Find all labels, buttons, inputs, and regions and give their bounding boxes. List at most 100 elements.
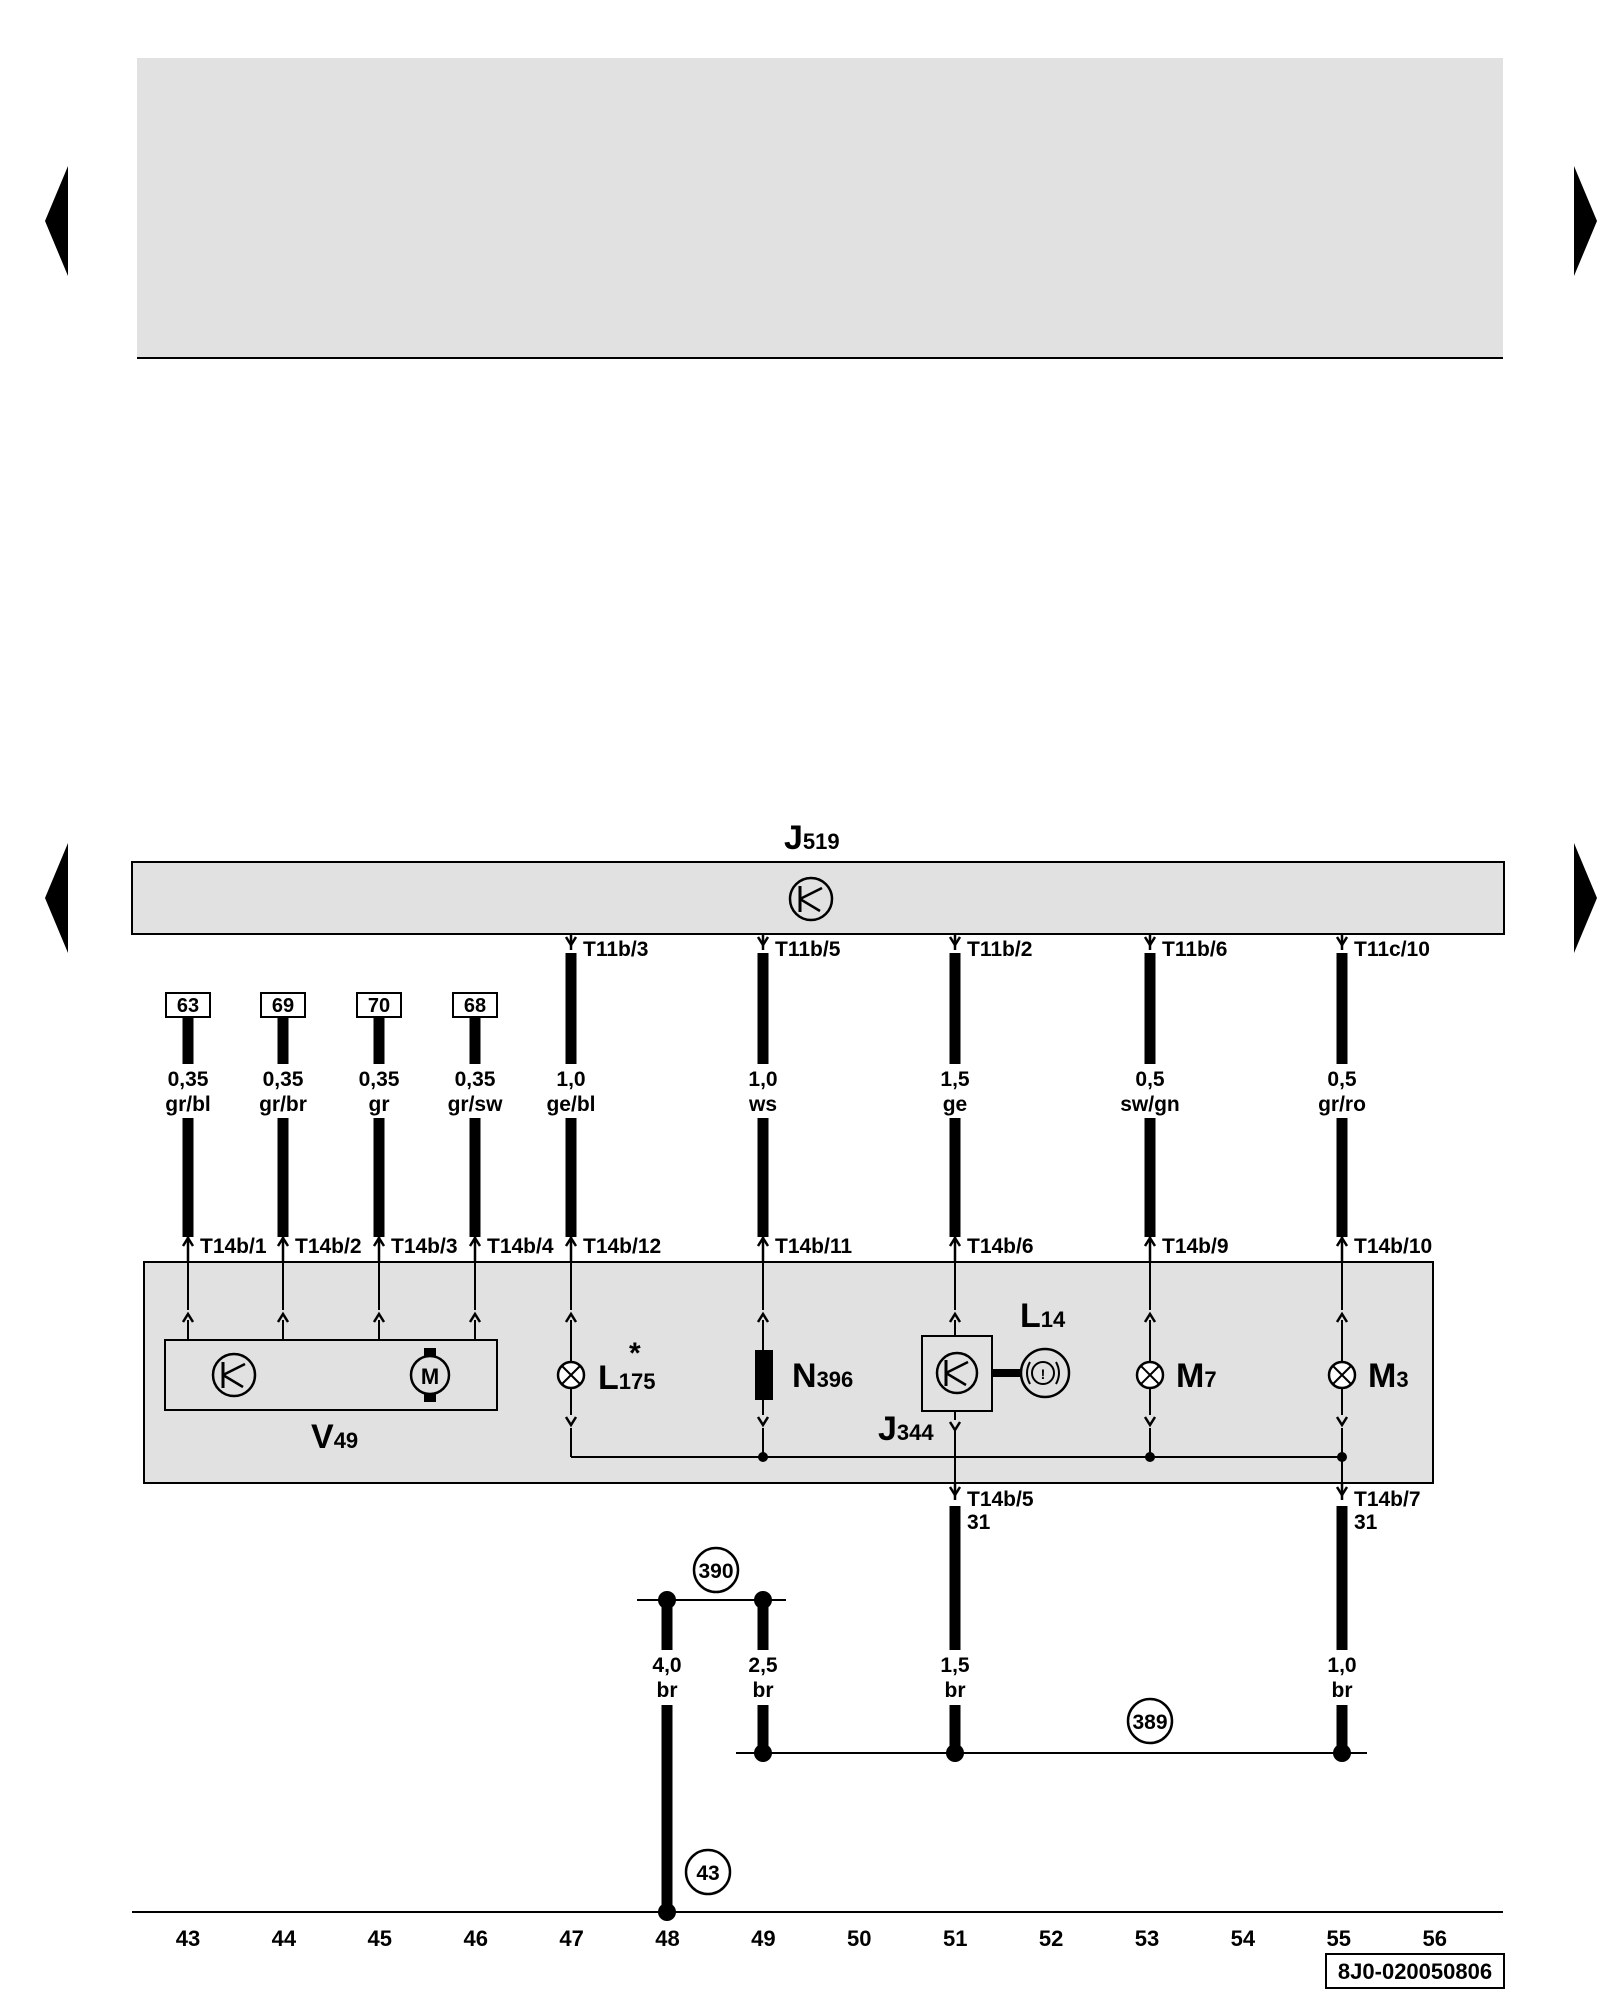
j344-label: J344	[878, 1410, 934, 1448]
wire-color-label: ws	[748, 1093, 777, 1116]
internal-pin-arrow	[372, 1311, 386, 1323]
top-connector-label: T11b/6	[1162, 938, 1227, 961]
wire-color-label: gr/br	[259, 1093, 307, 1116]
ground-wire-color-label: br	[753, 1679, 774, 1702]
wire-color-label: gr/bl	[165, 1093, 211, 1116]
grid-number: 52	[1039, 1926, 1063, 1951]
grid-number: 48	[655, 1926, 679, 1951]
control-unit-transistor-icon	[788, 876, 834, 922]
internal-pin-arrow	[1335, 1416, 1349, 1428]
grid-number: 47	[559, 1926, 583, 1951]
reference-number: 68	[464, 995, 486, 1017]
wire-size-label: 0,5	[1327, 1068, 1357, 1091]
internal-pin-arrow	[756, 1311, 770, 1323]
reference-number: 70	[368, 995, 390, 1017]
wires-layer	[181, 935, 1367, 1921]
ground-wire-color-label: br	[657, 1679, 678, 1702]
previous-page-arrow-diagram[interactable]	[45, 843, 68, 953]
mid-connector-label: T14b/12	[583, 1235, 661, 1258]
grid-number: 55	[1327, 1926, 1351, 1951]
junction-dot	[758, 1452, 768, 1462]
m3-label: M3	[1368, 1357, 1409, 1395]
wire-size-label: 0,5	[1135, 1068, 1165, 1091]
l175-asterisk: *	[629, 1337, 641, 1370]
grid-number: 46	[463, 1926, 487, 1951]
mid-connector-label: T14b/6	[967, 1235, 1034, 1258]
grid-number: 54	[1231, 1926, 1256, 1951]
mid-connector-arrow	[1143, 1235, 1157, 1247]
doc-id-box	[1325, 1953, 1505, 1989]
ground-wire-size-label: 1,0	[1327, 1654, 1356, 1677]
ground-wire-color-label: br	[1332, 1679, 1353, 1702]
mid-connector-label: T14b/3	[391, 1235, 458, 1258]
wire-color-label: gr/sw	[448, 1093, 504, 1116]
m7-bulb-icon	[1135, 1360, 1165, 1390]
ground-connector-label: T14b/7	[1354, 1488, 1421, 1511]
j344-l14-link	[992, 1369, 1020, 1377]
m3-bulb-icon	[1327, 1360, 1357, 1390]
control-unit-label: J519	[784, 819, 840, 857]
ground-wire-color-label: br	[945, 1679, 966, 1702]
mid-connector-label: T14b/4	[487, 1235, 554, 1258]
v49-transistor-icon	[211, 1352, 257, 1398]
junction-dot	[1145, 1452, 1155, 1462]
ground-point-circle	[692, 1546, 740, 1594]
mid-connector-label: T14b/11	[775, 1235, 852, 1258]
next-page-arrow-top[interactable]	[1574, 166, 1597, 276]
internal-pin-arrow	[181, 1311, 195, 1323]
grid-number: 51	[943, 1926, 967, 1951]
junction-dot	[1333, 1744, 1351, 1762]
junction-dot	[754, 1591, 772, 1609]
terminal-label: 31	[967, 1511, 991, 1534]
internal-pin-arrow	[564, 1416, 578, 1428]
mid-connector-arrow	[181, 1235, 195, 1247]
grid-number: 50	[847, 1926, 871, 1951]
next-page-arrow-diagram[interactable]	[1574, 843, 1597, 953]
ground-point-number: 389	[1132, 1711, 1167, 1734]
internal-pin-arrow	[756, 1416, 770, 1428]
svg-text:M: M	[421, 1364, 439, 1389]
ground-point-circle	[1126, 1697, 1174, 1745]
internal-pin-arrow	[948, 1311, 962, 1323]
mid-connector-arrow	[756, 1235, 770, 1247]
junction-dot	[658, 1591, 676, 1609]
m7-label: M7	[1176, 1357, 1217, 1395]
grid-number: 43	[176, 1926, 200, 1951]
v49-label: V49	[311, 1418, 358, 1456]
reference-number: 63	[177, 995, 199, 1017]
ground-wire-size-label: 2,5	[748, 1654, 778, 1677]
wire-color-label: gr	[369, 1093, 390, 1116]
terminal-label: 31	[1354, 1511, 1378, 1534]
wire-color-label: ge	[943, 1093, 968, 1116]
n396-resistor-icon	[755, 1350, 773, 1400]
internal-pin-arrow	[1143, 1416, 1157, 1428]
svg-text:!: !	[1041, 1366, 1046, 1382]
ground-wire-size-label: 1,5	[940, 1654, 970, 1677]
top-panel	[137, 58, 1503, 358]
mid-connector-arrow	[468, 1235, 482, 1247]
top-connector-label: T11c/10	[1354, 938, 1430, 961]
l14-label: L14	[1020, 1297, 1066, 1335]
n396-label: N396	[792, 1357, 853, 1395]
wire-color-label: ge/bl	[546, 1093, 595, 1116]
top-connector-label: T11b/3	[583, 938, 648, 961]
mid-connector-arrow	[276, 1235, 290, 1247]
mid-connector-label: T14b/2	[295, 1235, 362, 1258]
wire-size-label: 0,35	[263, 1068, 304, 1091]
mid-connector-arrow	[372, 1235, 386, 1247]
internal-pin-arrow	[564, 1311, 578, 1323]
mid-connector-arrow	[948, 1235, 962, 1247]
top-connector-label: T11b/5	[775, 938, 841, 961]
previous-page-arrow-top[interactable]	[45, 166, 68, 276]
reference-box	[452, 992, 498, 1018]
v49-component-box	[164, 1339, 498, 1411]
ground-point-number: 43	[696, 1862, 719, 1885]
junction-dot	[946, 1744, 964, 1762]
wire-size-label: 0,35	[455, 1068, 496, 1091]
control-unit-bar	[131, 861, 1505, 935]
internal-pin-arrow	[1143, 1311, 1157, 1323]
mid-connector-label: T14b/10	[1354, 1235, 1432, 1258]
reference-box	[356, 992, 402, 1018]
l14-warning-lamp-icon: !	[1019, 1347, 1071, 1399]
ground-point-circle	[684, 1848, 732, 1896]
